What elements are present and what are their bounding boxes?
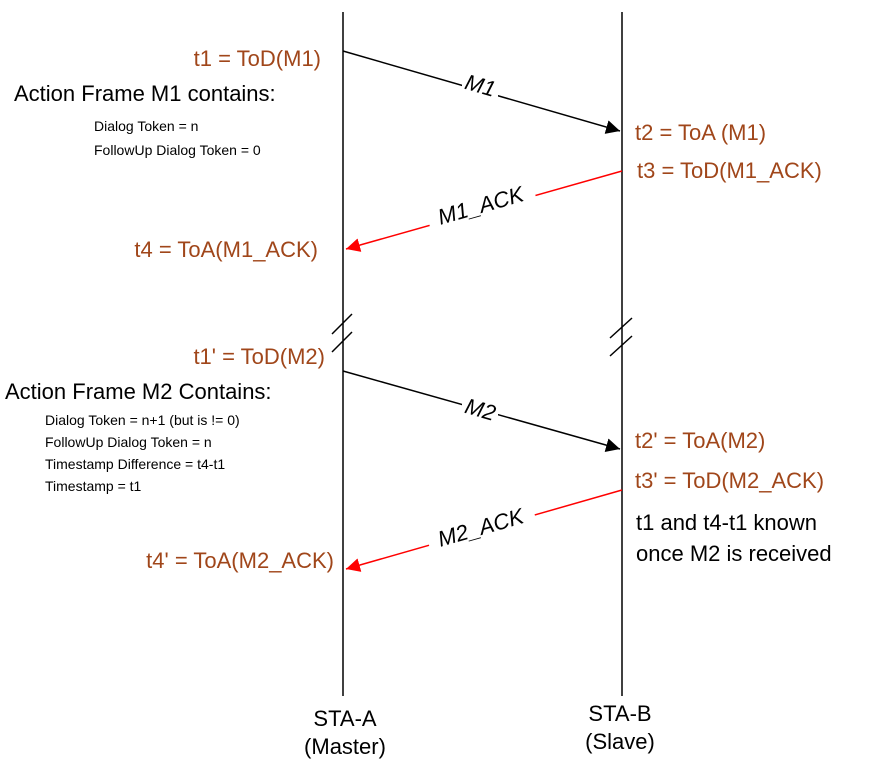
master-station-role: (Master) bbox=[304, 734, 386, 759]
frame-m1-field: Dialog Token = n bbox=[94, 118, 198, 134]
slave-break-mark bbox=[609, 317, 633, 357]
m2-ack-label: M2_ACK bbox=[435, 503, 528, 552]
slave-station-role: (Slave) bbox=[585, 729, 655, 754]
t2-prime-label: t2' = ToA(M2) bbox=[635, 428, 765, 453]
slave-station-name: STA-B bbox=[588, 701, 651, 726]
note-line-1: t1 and t4-t1 known bbox=[636, 510, 817, 535]
t3-prime-label: t3' = ToD(M2_ACK) bbox=[635, 468, 824, 493]
note-line-2: once M2 is received bbox=[636, 541, 832, 566]
frame-m2-field: Timestamp = t1 bbox=[45, 478, 142, 494]
t1-label: t1 = ToD(M1) bbox=[194, 46, 321, 71]
t2-label: t2 = ToA (M1) bbox=[635, 120, 766, 145]
t3-label: t3 = ToD(M1_ACK) bbox=[637, 158, 822, 183]
master-station-name: STA-A bbox=[313, 706, 376, 731]
t4-prime-label: t4' = ToA(M2_ACK) bbox=[146, 548, 334, 573]
frame-m1-field: FollowUp Dialog Token = 0 bbox=[94, 142, 261, 158]
t1-prime-label: t1' = ToD(M2) bbox=[193, 344, 325, 369]
frame-m2-field: FollowUp Dialog Token = n bbox=[45, 434, 212, 450]
frame-m2-heading: Action Frame M2 Contains: bbox=[5, 379, 272, 404]
t4-label: t4 = ToA(M1_ACK) bbox=[134, 237, 318, 262]
master-break-mark bbox=[331, 313, 353, 353]
frame-m1-heading: Action Frame M1 contains: bbox=[14, 81, 276, 106]
frame-m2-field: Timestamp Difference = t4-t1 bbox=[45, 456, 225, 472]
frame-m2-field: Dialog Token = n+1 (but is != 0) bbox=[45, 412, 240, 428]
m1-ack-label: M1_ACK bbox=[435, 181, 528, 230]
